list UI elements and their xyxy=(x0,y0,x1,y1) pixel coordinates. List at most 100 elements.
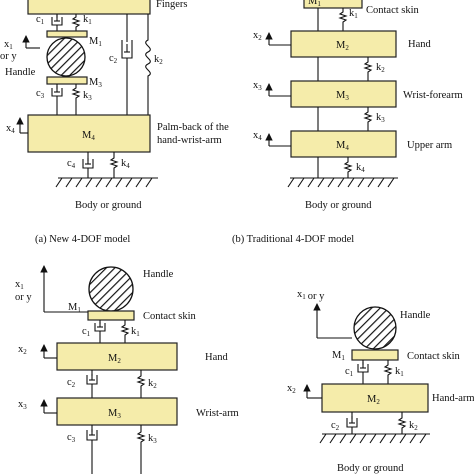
m4-mass xyxy=(27,114,151,153)
palm-label-2: hand-wrist-arm xyxy=(157,135,222,146)
x1-or-y-c: or y xyxy=(15,292,32,303)
damper-c1-d xyxy=(357,360,369,384)
contact-skin-label-c: Contact skin xyxy=(143,311,197,322)
wrist-arm-label-c: Wrist-arm xyxy=(196,408,239,419)
hand-label-c: Hand xyxy=(205,352,228,363)
handle-label-c: Handle xyxy=(143,269,174,280)
m1-label-c: M1 xyxy=(68,302,81,314)
spring-k4-b xyxy=(343,157,353,178)
handle-label: Handle xyxy=(5,67,36,78)
panel-c: Handle x1 or y M1 Contact skin c1 k1 M2 … xyxy=(15,265,239,474)
m2-mass-c xyxy=(56,342,178,371)
panel-a: Fingers c1 k1 x1 or y M1 Handle M3 xyxy=(0,0,229,245)
spring-k3-c xyxy=(136,425,146,474)
x1-label-c: x1 xyxy=(15,279,24,291)
damper-c2 xyxy=(121,14,133,115)
spring-k2-c xyxy=(136,370,146,398)
panel-b: M1 k1 Contact skin M2 x2 Hand k2 M3 x3 W… xyxy=(232,0,463,245)
spring-k2 xyxy=(145,14,151,115)
spring-k3 xyxy=(71,84,81,115)
k4-label-b: k4 xyxy=(356,162,365,174)
x1-label: x1 xyxy=(4,39,13,51)
fingers-mass xyxy=(27,0,151,15)
m2-label-c: M2 xyxy=(108,353,121,365)
ground-d xyxy=(319,433,430,444)
damper-c2-d xyxy=(346,412,358,434)
x3-label-c: x3 xyxy=(18,399,27,411)
spring-k1-b xyxy=(338,8,348,31)
hand-arm-label-d: Hand-arm xyxy=(432,393,474,404)
c2-label: c2 xyxy=(109,53,118,65)
m2-mass-d xyxy=(321,383,429,413)
ground-a xyxy=(55,177,158,188)
m1-plate-d xyxy=(351,349,399,361)
c3-label-c: c3 xyxy=(67,432,76,444)
k3-label-b: k3 xyxy=(376,112,385,124)
m3-plate xyxy=(46,76,88,85)
m1-label: M1 xyxy=(89,36,102,48)
m3-mass-c xyxy=(56,397,178,426)
caption-a: (a) New 4-DOF model xyxy=(35,234,130,245)
m2-label-b: M2 xyxy=(336,40,349,52)
ground-label-d: Body or ground xyxy=(337,463,404,474)
c3-label: c3 xyxy=(36,88,45,100)
wrist-forearm-label-b: Wrist-forearm xyxy=(403,90,463,101)
m1-label-b: M1 xyxy=(308,0,321,8)
x4-label: x4 xyxy=(6,123,15,135)
handle-circle-c xyxy=(88,266,134,312)
x2-label-b: x2 xyxy=(253,30,262,42)
x4-label-b: x4 xyxy=(253,130,262,142)
damper-c3-c xyxy=(86,425,98,474)
damper-c2-c xyxy=(86,370,98,398)
m3-label-b: M3 xyxy=(336,90,349,102)
k2-label-d: k2 xyxy=(409,420,418,432)
spring-k2-b xyxy=(363,57,373,81)
spring-k2-d xyxy=(397,412,407,434)
k2-label-c: k2 xyxy=(148,378,157,390)
m4-label: M4 xyxy=(82,130,95,142)
m1-label-d: M1 xyxy=(332,350,345,362)
k1-label-b: k1 xyxy=(349,8,358,20)
spring-k1-d xyxy=(383,360,393,384)
m3-mass-b xyxy=(290,80,397,108)
c2-label-c: c2 xyxy=(67,377,76,389)
m4-mass-b xyxy=(290,130,397,158)
m4-label-b: M4 xyxy=(336,140,349,152)
spring-k1-c xyxy=(120,320,130,343)
m2-label-d: M2 xyxy=(367,394,380,406)
fingers-label: Fingers xyxy=(156,0,188,10)
damper-c3 xyxy=(51,84,63,115)
spring-k3-b xyxy=(363,107,373,131)
k2-label: k2 xyxy=(154,54,163,66)
m3-label-c: M3 xyxy=(108,408,121,420)
k3-label: k3 xyxy=(83,90,92,102)
k4-label: k4 xyxy=(121,158,130,170)
m1-plate-c xyxy=(87,310,135,321)
handle-circle-d xyxy=(353,306,397,350)
k1-label-d: k1 xyxy=(395,366,404,378)
handle-label-d: Handle xyxy=(400,310,431,321)
ground-b xyxy=(287,177,398,188)
contact-skin-label-b: Contact skin xyxy=(366,5,420,16)
m1-plate-top xyxy=(46,30,88,38)
x1-or-y: or y xyxy=(0,51,17,62)
spring-k1 xyxy=(71,14,81,31)
c4-label: c4 xyxy=(67,158,76,170)
m1-mass-b xyxy=(303,0,363,9)
c2-label-d: c2 xyxy=(331,420,340,432)
k1-label: k1 xyxy=(83,14,92,26)
caption-b: (b) Traditional 4-DOF model xyxy=(232,234,354,245)
ground-label-b: Body or ground xyxy=(305,200,372,211)
c1-label: c1 xyxy=(36,14,45,26)
k3-label-c: k3 xyxy=(148,433,157,445)
x2-label-c: x2 xyxy=(18,344,27,356)
c1-label-c: c1 xyxy=(82,326,91,338)
spring-k4 xyxy=(109,152,119,178)
k2-label-b: k2 xyxy=(376,62,385,74)
m3-label: M3 xyxy=(89,77,102,89)
k1-label-c: k1 xyxy=(131,326,140,338)
